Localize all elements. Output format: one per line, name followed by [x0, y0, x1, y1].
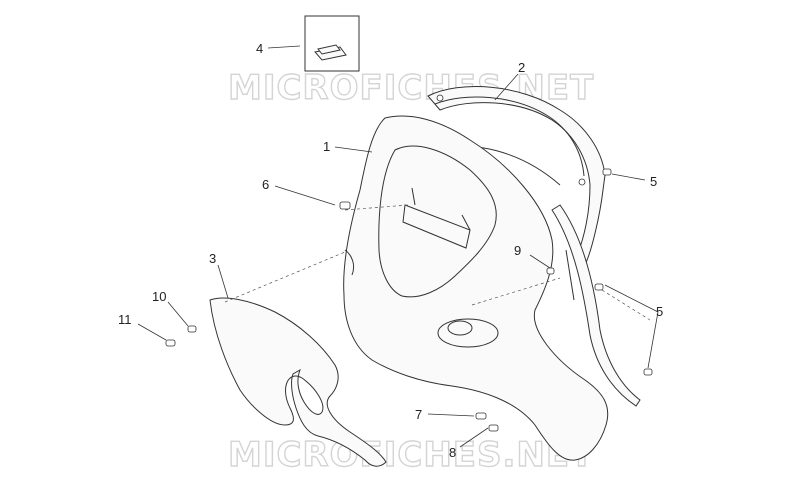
callout-1: 1 — [323, 139, 330, 154]
callout-9: 9 — [514, 243, 521, 258]
screw-7 — [475, 412, 487, 420]
callout-7: 7 — [415, 407, 422, 422]
part-4-inset — [304, 15, 360, 72]
screw-5a — [602, 168, 612, 176]
callout-5-top: 5 — [650, 174, 657, 189]
callout-2: 2 — [518, 60, 525, 75]
screw-11 — [165, 339, 176, 347]
callout-4: 4 — [256, 41, 263, 56]
callout-11: 11 — [118, 312, 132, 327]
callout-5-bottom: 5 — [656, 304, 663, 319]
screw-6 — [339, 201, 351, 210]
screw-9 — [546, 267, 555, 275]
part-1-front-shield — [343, 115, 609, 461]
part-9-side-strip — [551, 204, 641, 407]
callout-6: 6 — [262, 177, 269, 192]
screw-5c — [643, 368, 653, 376]
screw-10 — [187, 325, 197, 333]
callout-8: 8 — [449, 445, 456, 460]
callout-3: 3 — [209, 251, 216, 266]
screw-5b — [594, 283, 604, 291]
callout-10: 10 — [152, 289, 166, 304]
screw-8 — [488, 424, 499, 432]
part-3-mud-flap — [209, 297, 387, 467]
watermark-bottom: MICROFICHES.NET — [228, 435, 594, 475]
